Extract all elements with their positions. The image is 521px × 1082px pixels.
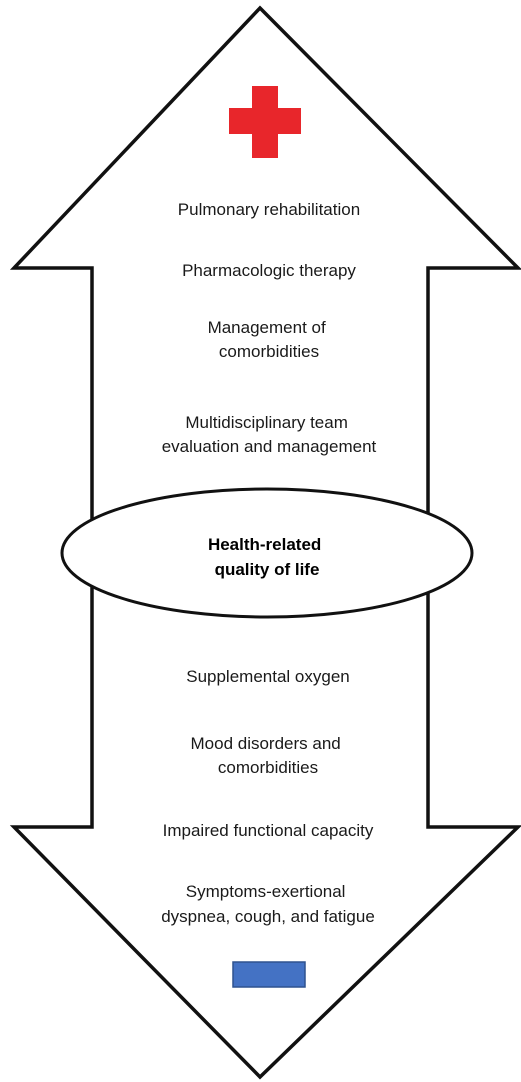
- down-item-4-line-1: Symptoms-exertional: [186, 882, 346, 901]
- up-item-3-line-1: Management of: [208, 318, 326, 337]
- down-item-2: Mood disorders and comorbidities: [191, 734, 346, 777]
- up-item-4-line-1: Multidisciplinary team: [185, 413, 348, 432]
- up-item-2-line: Pharmacologic therapy: [182, 261, 356, 280]
- down-arrow-shape: [9, 558, 521, 1080]
- red-cross-icon: [229, 86, 301, 158]
- down-item-1: Supplemental oxygen: [186, 667, 350, 686]
- center-label-line-1: Health-related: [208, 535, 321, 554]
- up-item-4-line-2: evaluation and management: [162, 437, 377, 456]
- down-item-4-line-2: dyspnea, cough, and fatigue: [161, 907, 375, 926]
- up-item-3-line-2: comorbidities: [219, 342, 319, 361]
- down-item-2-line-2: comorbidities: [218, 758, 318, 777]
- down-item-3-line: Impaired functional capacity: [163, 821, 374, 840]
- down-item-3: Impaired functional capacity: [163, 821, 374, 840]
- center-ellipse: [60, 487, 474, 619]
- up-item-1-line: Pulmonary rehabilitation: [178, 200, 360, 219]
- down-item-1-line: Supplemental oxygen: [186, 667, 350, 686]
- up-item-1: Pulmonary rehabilitation: [178, 200, 360, 219]
- up-item-4: Multidisciplinary team evaluation and ma…: [162, 413, 377, 456]
- blue-minus-icon: [232, 961, 306, 988]
- down-item-2-line-1: Mood disorders and: [191, 734, 341, 753]
- up-item-3: Management of comorbidities: [208, 318, 331, 361]
- center-label-line-2: quality of life: [215, 560, 320, 579]
- down-item-4: Symptoms-exertional dyspnea, cough, and …: [161, 882, 375, 926]
- up-item-2: Pharmacologic therapy: [182, 261, 356, 280]
- center-label: Health-related quality of life: [208, 535, 326, 579]
